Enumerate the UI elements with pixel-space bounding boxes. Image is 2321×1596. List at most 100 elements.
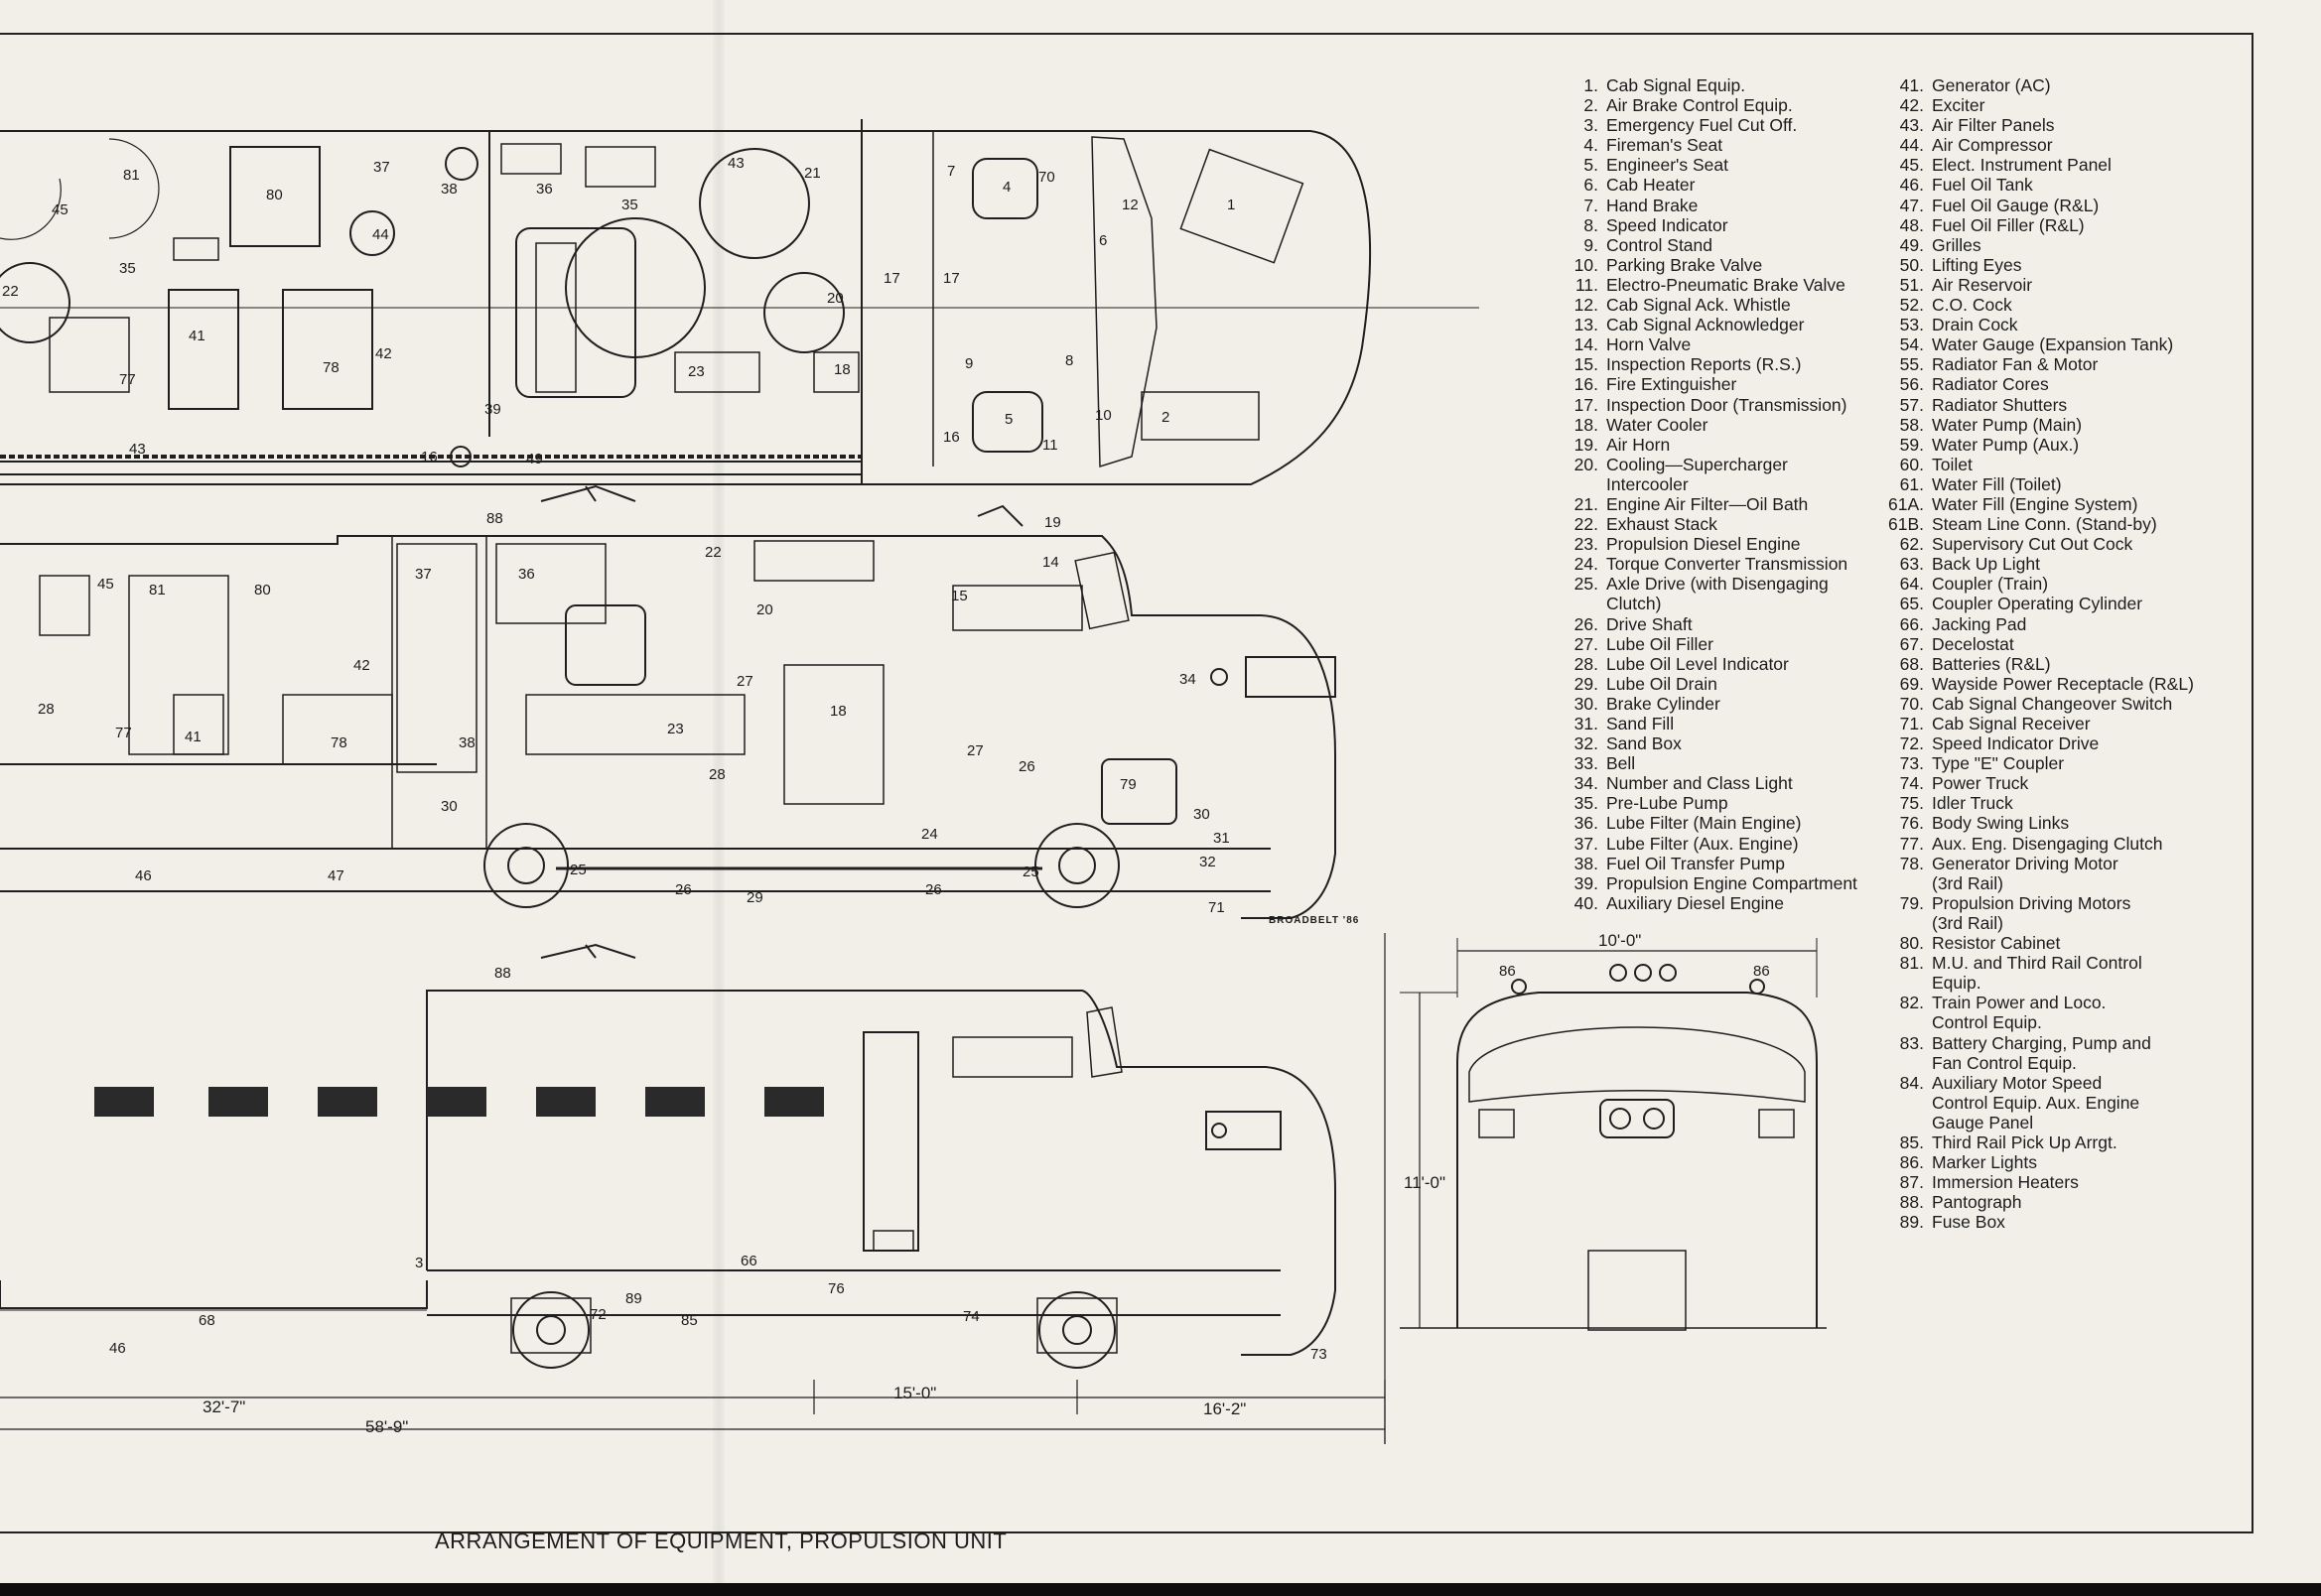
- callout: 19: [1044, 514, 1061, 531]
- legend-number: 61A.: [1888, 493, 1924, 514]
- callout: 30: [441, 798, 458, 815]
- legend-number: 12.: [1573, 295, 1598, 316]
- callout: 16: [421, 449, 438, 466]
- legend-text: Supervisory Cut Out Cock: [1932, 534, 2133, 555]
- legend-item: 34.Number and Class Light: [1561, 773, 1888, 793]
- legend-text: Steam Line Conn. (Stand-by): [1932, 514, 2157, 535]
- callout: 46: [109, 1340, 126, 1357]
- legend-item: 8.Speed Indicator: [1561, 215, 1888, 235]
- legend-item: 62.Supervisory Cut Out Cock: [1886, 534, 2219, 554]
- callout: 17: [943, 270, 960, 287]
- legend-number: 40.: [1573, 892, 1598, 913]
- legend-number: 18.: [1573, 414, 1598, 435]
- legend-item: 64.Coupler (Train): [1886, 574, 2219, 594]
- callout: 34: [1179, 671, 1196, 688]
- legend-number: 3.: [1583, 115, 1598, 136]
- legend-number: 28.: [1573, 653, 1598, 674]
- legend-item: 43.Air Filter Panels: [1886, 115, 2219, 135]
- legend-item: 59.Water Pump (Aux.): [1886, 435, 2219, 455]
- legend-number: 26.: [1573, 613, 1598, 634]
- legend-text: Air Filter Panels: [1932, 115, 2055, 136]
- legend-item: 82.Train Power and Loco. Control Equip.: [1886, 993, 2219, 1032]
- scan-edge: [0, 1583, 2321, 1596]
- legend-item: 67.Decelostat: [1886, 634, 2219, 654]
- legend-text: Lube Oil Filler: [1606, 633, 1713, 654]
- legend-number: 65.: [1899, 594, 1924, 614]
- legend-item: 56.Radiator Cores: [1886, 374, 2219, 394]
- legend-item: 44.Air Compressor: [1886, 135, 2219, 155]
- callout: 4: [1003, 179, 1012, 196]
- callout: 49: [526, 451, 543, 467]
- legend-item: 57.Radiator Shutters: [1886, 395, 2219, 415]
- callout: 89: [625, 1290, 642, 1307]
- legend-text: Inspection Reports (R.S.): [1606, 354, 1802, 375]
- legend-item: 66.Jacking Pad: [1886, 614, 2219, 634]
- legend-number: 81.: [1899, 953, 1924, 974]
- dimension-lines: [0, 933, 1386, 1444]
- callout: 1: [1227, 197, 1236, 213]
- callout: 23: [667, 721, 684, 737]
- legend-number: 29.: [1573, 673, 1598, 694]
- callout: 2: [1161, 409, 1170, 426]
- legend-text: Auxiliary Motor Speed Control Equip. Aux…: [1932, 1072, 2140, 1132]
- callout: 41: [189, 328, 205, 344]
- legend-item: 18.Water Cooler: [1561, 415, 1888, 435]
- end-view: [1400, 938, 1827, 1331]
- legend-number: 14.: [1573, 334, 1598, 355]
- callout: 3: [415, 1255, 424, 1271]
- legend-text: Idler Truck: [1932, 793, 2013, 814]
- callout: 74: [963, 1308, 980, 1325]
- callout: 25: [570, 862, 587, 878]
- legend-item: 60.Toilet: [1886, 455, 2219, 474]
- legend-item: 2.Air Brake Control Equip.: [1561, 95, 1888, 115]
- callout: 77: [119, 371, 136, 388]
- legend-item: 31.Sand Fill: [1561, 714, 1888, 733]
- legend-number: 61B.: [1888, 514, 1924, 535]
- callout: 26: [1019, 758, 1035, 775]
- legend-number: 61.: [1899, 473, 1924, 494]
- legend-text: Cooling—Supercharger Intercooler: [1606, 454, 1788, 494]
- callout: 25: [1023, 864, 1039, 880]
- legend-item: 32. Sand Box: [1561, 733, 1888, 753]
- callout: 24: [921, 826, 938, 843]
- legend-item: 61A.Water Fill (Engine System): [1886, 494, 2219, 514]
- callout: 20: [827, 290, 844, 307]
- legend-text: Coupler (Train): [1932, 574, 2049, 595]
- legend-number: 56.: [1899, 374, 1924, 395]
- legend-text: Elect. Instrument Panel: [1932, 155, 2112, 176]
- legend-text: Sand Box: [1606, 733, 1682, 754]
- legend-item: 1.Cab Signal Equip.: [1561, 75, 1888, 95]
- callout: 81: [123, 167, 140, 184]
- legend-text: Fire Extinguisher: [1606, 374, 1737, 395]
- callout: 26: [925, 881, 942, 898]
- legend-item: 4.Fireman's Seat: [1561, 135, 1888, 155]
- legend-text: Propulsion Engine Compartment: [1606, 872, 1857, 893]
- legend-text: Fuse Box: [1932, 1212, 2005, 1233]
- dimension-overall: 58'-9": [365, 1417, 409, 1436]
- legend-item: 3.Emergency Fuel Cut Off.: [1561, 115, 1888, 135]
- legend-number: 60.: [1899, 454, 1924, 474]
- legend-text: Air Reservoir: [1932, 274, 2033, 295]
- callout: 80: [254, 582, 271, 598]
- legend-text: Bell: [1606, 753, 1636, 774]
- legend-number: 32.: [1573, 733, 1598, 754]
- page-fold: [713, 0, 725, 1583]
- legend-number: 27.: [1573, 633, 1598, 654]
- legend-text: Batteries (R&L): [1932, 653, 2051, 674]
- legend-text: Marker Lights: [1932, 1152, 2038, 1173]
- legend-item: 29.Lube Oil Drain: [1561, 674, 1888, 694]
- legend-number: 42.: [1899, 95, 1924, 116]
- legend-number: 71.: [1899, 714, 1924, 733]
- legend-number: 79.: [1899, 892, 1924, 913]
- legend-number: 67.: [1899, 633, 1924, 654]
- legend-item: 15.Inspection Reports (R.S.): [1561, 354, 1888, 374]
- legend-text: Inspection Door (Transmission): [1606, 394, 1847, 415]
- callout: 7: [947, 163, 956, 180]
- legend-number: 82.: [1899, 993, 1924, 1013]
- legend-number: 22.: [1573, 514, 1598, 535]
- legend-item: 7.Hand Brake: [1561, 196, 1888, 215]
- legend-item: 74.Power Truck: [1886, 773, 2219, 793]
- legend-number: 75.: [1899, 793, 1924, 814]
- legend-number: 53.: [1899, 315, 1924, 335]
